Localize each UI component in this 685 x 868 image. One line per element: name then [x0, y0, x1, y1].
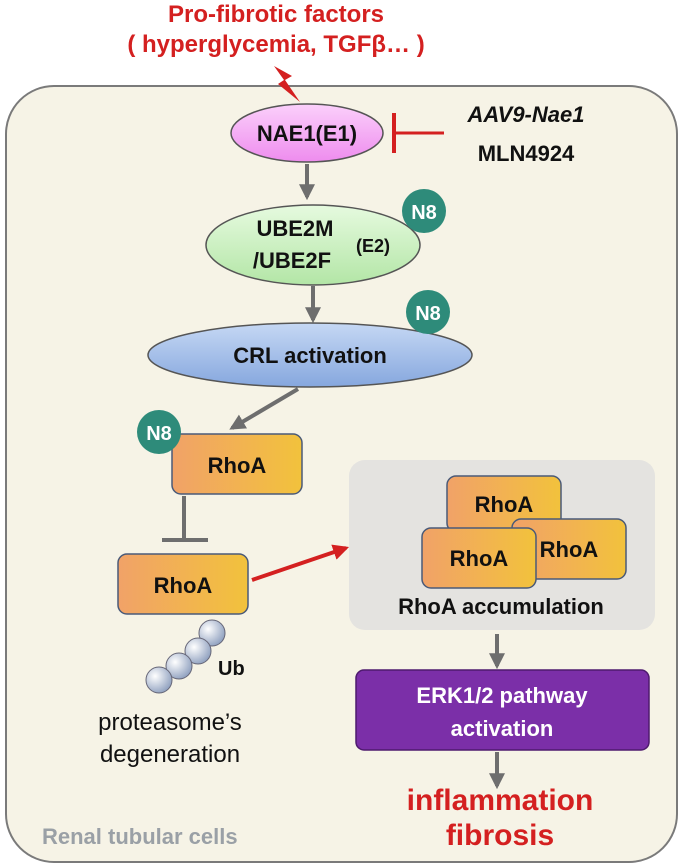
cell-label: Renal tubular cells [42, 824, 238, 849]
erk-box [355, 669, 650, 751]
rhoa-box-ubiquitinated [117, 553, 249, 615]
ube2-label-line1: UBE2M [256, 216, 333, 241]
accumulation-label: RhoA accumulation [398, 594, 604, 619]
nae1-label: NAE1(E1) [257, 121, 357, 146]
outcome-fibrosis: fibrosis [446, 819, 554, 852]
rhoa-label-stack-left: RhoA [450, 546, 509, 571]
trigger-title: Pro-fibrotic factors [168, 1, 384, 28]
rhoa-box-neddylated [171, 433, 303, 495]
trigger-subtitle: ( hyperglycemia, TGFβ… ) [127, 31, 424, 58]
ubiquitin-ball-icon [184, 637, 212, 665]
ube2-ellipse [205, 204, 421, 286]
n8-badge-crl [406, 290, 450, 334]
rhoa-label-ubiquitinated: RhoA [154, 573, 213, 598]
nae1-ellipse [230, 103, 384, 163]
rhoa-label-stack-right: RhoA [540, 537, 599, 562]
ub-label: Ub [218, 658, 245, 680]
crl-ellipse [147, 322, 473, 388]
inhibitor-aav9: AAV9-Nae1 [467, 102, 585, 127]
outcome-inflammation: inflammation [407, 784, 594, 817]
ubiquitin-ball-icon [145, 666, 173, 694]
ubiquitin-ball-icon [165, 652, 193, 680]
inhibitor-mln4924: MLN4924 [478, 141, 575, 166]
erk-label-line1: ERK1/2 pathway [416, 683, 588, 708]
n8-badge-rhoa [137, 410, 181, 454]
n8-label-ube2: N8 [411, 202, 437, 224]
rhoa-label-neddylated: RhoA [208, 453, 267, 478]
n8-label-rhoa: N8 [146, 423, 172, 445]
n8-label-crl: N8 [415, 303, 441, 325]
proteasome-label-line1: proteasome’s [98, 709, 242, 736]
crl-label: CRL activation [233, 343, 387, 368]
ubiquitin-ball-icon [198, 619, 226, 647]
arrow-rhoa-to-accumulation [251, 544, 350, 582]
proteasome-label-line2: degeneration [100, 741, 240, 768]
ube2-e2-label: (E2) [356, 236, 390, 256]
n8-badge-ube2 [402, 189, 446, 233]
erk-label-line2: activation [451, 716, 554, 741]
rhoa-box-stack-left [421, 527, 537, 589]
lightning-bolt-icon [274, 66, 300, 102]
rhoa-label-stack-top: RhoA [475, 492, 534, 517]
ube2-label-line2: /UBE2F [253, 248, 331, 273]
arrow-crl-to-rhoa [229, 387, 300, 430]
